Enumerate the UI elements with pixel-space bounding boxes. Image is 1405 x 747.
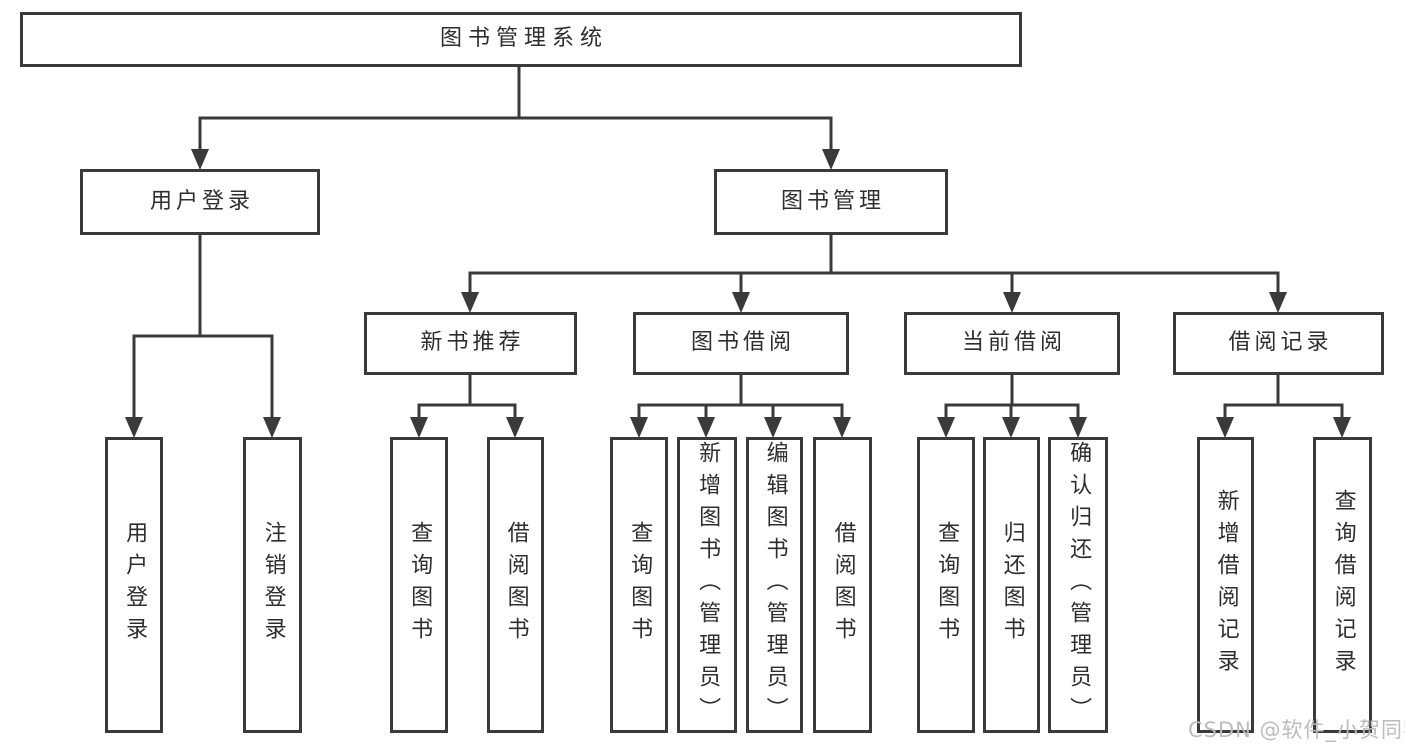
leaf-label: 新增图书（管理员）: [695, 441, 721, 729]
leaf-label: 注销登录: [260, 521, 286, 649]
connector-new-books-to-leaves: [417, 373, 517, 421]
csdn-watermark: CSDN @软件_小贺同学: [1188, 718, 1405, 742]
connector-book-borrow-to-leaves: [637, 373, 844, 421]
arrowhead: [630, 417, 648, 438]
leaf-add-books-admin: 新增图书（管理员）: [677, 437, 737, 733]
connector-root-to-level2: [198, 65, 833, 153]
node-current-borrowing: 当前借阅: [904, 312, 1120, 375]
arrowhead: [732, 292, 750, 313]
arrowhead: [461, 292, 479, 313]
node-label: 图书借阅: [690, 330, 795, 356]
leaf-borrow-books: 借阅图书: [813, 437, 872, 733]
node-label: 用户登录: [149, 188, 254, 214]
leaf-borrow-books-recommend: 借阅图书: [487, 437, 544, 733]
arrowhead: [1269, 292, 1287, 313]
arrowhead: [764, 417, 782, 438]
connector-user-login-to-leaves: [132, 233, 274, 421]
arrowhead: [822, 149, 840, 170]
node-new-book-recommendation: 新书推荐: [364, 312, 577, 375]
leaf-user-login: 用户登录: [105, 437, 163, 733]
leaf-query-books-recommend: 查询图书: [390, 437, 448, 733]
leaf-query-borrow-record: 查询借阅记录: [1313, 437, 1372, 733]
arrowhead: [191, 149, 209, 170]
leaf-logout: 注销登录: [243, 437, 302, 733]
arrowhead: [1069, 417, 1087, 438]
arrowhead: [263, 417, 281, 438]
connector-current-borrow-to-leaves: [944, 373, 1080, 421]
leaf-add-borrow-record: 新增借阅记录: [1197, 437, 1254, 733]
arrowhead: [833, 417, 851, 438]
leaf-confirm-return-admin: 确认归还（管理员）: [1048, 437, 1108, 733]
connector-borrow-records-to-leaves: [1223, 373, 1344, 421]
node-user-login: 用户登录: [80, 169, 320, 235]
arrowhead: [697, 417, 715, 438]
node-book-management: 图书管理: [714, 169, 948, 235]
arrowhead: [1333, 417, 1351, 438]
leaf-label: 查询图书: [934, 521, 960, 649]
arrowhead: [1002, 417, 1020, 438]
arrowhead: [506, 417, 524, 438]
leaf-query-books-current: 查询图书: [917, 437, 975, 733]
arrowhead: [1003, 292, 1021, 313]
leaf-query-books-borrow: 查询图书: [610, 437, 668, 733]
leaf-label: 编辑图书（管理员）: [762, 441, 788, 729]
node-book-borrowing: 图书借阅: [633, 312, 849, 375]
node-library-management-system: 图书管理系统: [20, 12, 1022, 67]
leaf-label: 新增借阅记录: [1213, 489, 1239, 681]
node-label: 当前借阅: [961, 330, 1066, 356]
arrowhead: [125, 417, 143, 438]
arrowhead: [410, 417, 428, 438]
arrowhead: [1216, 417, 1234, 438]
leaf-edit-books-admin: 编辑图书（管理员）: [746, 437, 803, 733]
node-label: 借阅记录: [1228, 330, 1333, 356]
connector-book-management-to-level3: [468, 233, 1280, 296]
leaf-label: 用户登录: [122, 521, 148, 649]
leaf-label: 借阅图书: [503, 521, 529, 649]
leaf-label: 借阅图书: [830, 521, 856, 649]
node-label: 新书推荐: [420, 330, 525, 356]
leaf-label: 查询图书: [407, 521, 433, 649]
leaf-label: 归还图书: [999, 521, 1025, 649]
arrowhead: [937, 417, 955, 438]
leaf-return-books: 归还图书: [983, 437, 1040, 733]
leaf-label: 查询图书: [627, 521, 653, 649]
node-label: 图书管理系统: [439, 26, 608, 52]
node-borrowing-records: 借阅记录: [1173, 312, 1384, 375]
leaf-label: 确认归还（管理员）: [1066, 441, 1092, 729]
leaf-label: 查询借阅记录: [1330, 489, 1356, 681]
node-label: 图书管理: [780, 188, 885, 214]
